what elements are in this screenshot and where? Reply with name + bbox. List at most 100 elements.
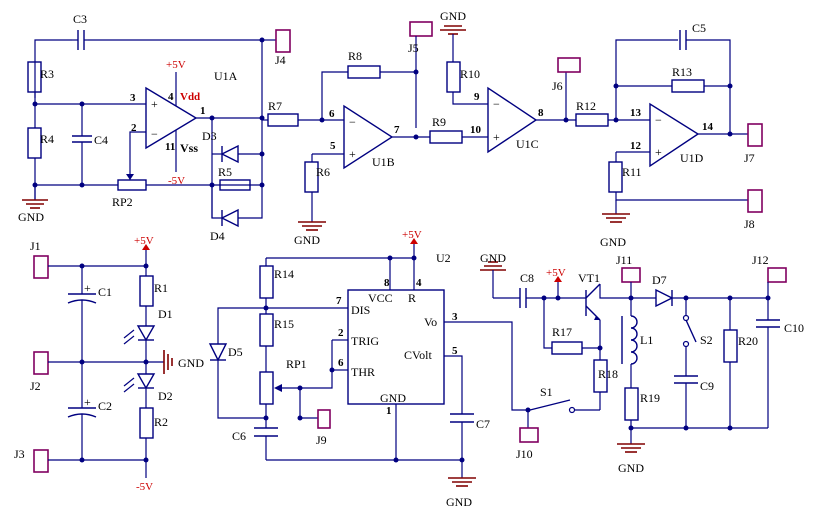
resistor-r17: [551, 341, 583, 355]
svg-text:1: 1: [386, 405, 392, 417]
label-u1b: U1B: [372, 155, 395, 169]
label-r6: R6: [316, 165, 330, 179]
label-minus5v-supply: -5V: [136, 481, 153, 493]
ground-symbol-3: [440, 25, 466, 62]
connector-j4[interactable]: [275, 29, 291, 53]
svg-text:7: 7: [336, 295, 342, 307]
gnd-label-1: GND: [18, 210, 44, 224]
connector-j9[interactable]: [317, 409, 331, 429]
label-u1c: U1C: [516, 137, 539, 151]
ground-symbol-5: [146, 350, 173, 374]
switch-s1[interactable]: [529, 399, 576, 414]
label-minus5v-u1a: -5V: [168, 175, 185, 187]
svg-text:+: +: [493, 130, 500, 144]
svg-text:−: −: [349, 115, 356, 129]
label-j6: J6: [552, 79, 563, 93]
label-cvolt-pin: CVolt: [404, 348, 432, 362]
connector-j7[interactable]: [747, 123, 763, 147]
diode-d7: [655, 288, 674, 308]
resistor-r9: [429, 130, 463, 144]
connector-j6[interactable]: [557, 57, 581, 73]
label-r20: R20: [738, 334, 758, 348]
label-c2: C2: [98, 399, 112, 413]
label-d3: D3: [202, 129, 217, 143]
label-r4: R4: [40, 132, 54, 146]
ground-symbol-1: [22, 185, 48, 209]
svg-text:14: 14: [702, 121, 714, 133]
connector-j8[interactable]: [747, 189, 763, 213]
label-thr-pin: THR: [351, 365, 375, 379]
diode-d5: [208, 343, 228, 362]
svg-text:3: 3: [452, 311, 458, 323]
svg-text:13: 13: [630, 107, 642, 119]
label-r18: R18: [598, 367, 618, 381]
label-plus5v-u1a: +5V: [166, 59, 186, 71]
svg-text:6: 6: [329, 108, 335, 120]
switch-s2[interactable]: [682, 314, 697, 348]
label-trig-pin: TRIG: [351, 334, 379, 348]
label-c3: C3: [73, 12, 87, 26]
label-vss: Vss: [180, 141, 198, 155]
label-c5: C5: [692, 21, 706, 35]
connector-j3[interactable]: [33, 449, 49, 473]
label-dis-pin: DIS: [351, 303, 370, 317]
label-c6: C6: [232, 429, 246, 443]
label-s1: S1: [540, 385, 553, 399]
label-plus5v-u2: +5V: [402, 229, 422, 241]
potentiometer-rp1: [259, 371, 274, 405]
potentiometer-rp2: [117, 179, 147, 191]
label-vcc-pin: VCC: [368, 291, 393, 305]
label-r5: R5: [218, 165, 232, 179]
label-r13: R13: [672, 65, 692, 79]
resistor-r13: [671, 79, 705, 93]
svg-text:−: −: [151, 127, 158, 141]
transistor-vt1: [585, 283, 624, 360]
resistor-r12: [575, 113, 609, 127]
svg-text:3: 3: [130, 92, 136, 104]
diode-d4: [211, 185, 263, 228]
label-plus5v-vt1: +5V: [546, 267, 566, 279]
svg-text:5: 5: [452, 345, 458, 357]
resistor-r2: [139, 407, 154, 439]
svg-text:1: 1: [200, 105, 206, 117]
connector-j5[interactable]: [409, 21, 433, 37]
resistor-r20: [723, 329, 738, 363]
led-d1: [123, 325, 156, 362]
label-r7: R7: [268, 99, 282, 113]
ground-symbol-7: [480, 261, 506, 298]
svg-text:4: 4: [416, 277, 422, 289]
svg-text:10: 10: [470, 124, 482, 136]
inductor-l1: [630, 315, 638, 365]
ground-symbol-8: [617, 428, 645, 453]
label-gnd-pin: GND: [380, 391, 406, 405]
label-r14: R14: [274, 267, 294, 281]
label-c4: C4: [94, 133, 108, 147]
connector-j12[interactable]: [767, 267, 787, 283]
svg-text:+: +: [349, 147, 356, 161]
connector-j2[interactable]: [33, 351, 49, 375]
resistor-r11: [608, 161, 623, 193]
label-j1: J1: [30, 239, 41, 253]
connector-j1[interactable]: [33, 255, 49, 279]
svg-text:+: +: [151, 97, 158, 111]
svg-text:−: −: [493, 97, 500, 111]
label-u1d: U1D: [680, 151, 704, 165]
svg-text:6: 6: [338, 357, 344, 369]
svg-text:8: 8: [538, 107, 544, 119]
label-d7: D7: [652, 273, 667, 287]
capacitor-c2: [67, 362, 97, 460]
connector-j11[interactable]: [621, 267, 641, 283]
capacitor-c3: [72, 30, 88, 50]
capacitor-c4: [72, 104, 92, 185]
capacitor-c10: [756, 319, 780, 328]
label-r3: R3: [40, 67, 54, 81]
connector-j10[interactable]: [519, 427, 539, 443]
ground-symbol-4: [602, 200, 630, 223]
capacitor-c7: [450, 413, 474, 423]
ground-symbol-2: [298, 192, 326, 231]
svg-text:11: 11: [165, 141, 175, 153]
label-c1: C1: [98, 285, 112, 299]
capacitor-c6: [254, 427, 278, 460]
label-r2: R2: [154, 415, 168, 429]
svg-text:+: +: [84, 395, 91, 409]
